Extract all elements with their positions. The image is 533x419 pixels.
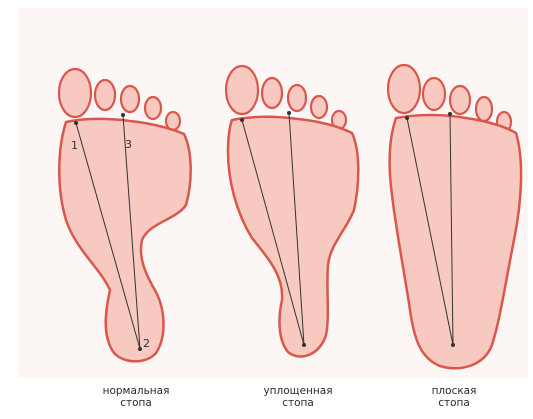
- point-1-flat: [405, 116, 409, 120]
- point-1: [74, 121, 78, 125]
- point-2-flat: [451, 343, 455, 347]
- point-3-flat: [448, 112, 452, 116]
- caption-flat-line1: плоская: [399, 385, 509, 397]
- point-label-2: 2: [143, 337, 150, 350]
- caption-flattened-line2: стопа: [243, 397, 353, 409]
- point-3-flattened: [287, 111, 291, 115]
- caption-flat-line2: стопа: [399, 397, 509, 409]
- point-label-3: 3: [125, 138, 132, 151]
- point-label-1: 1: [71, 139, 78, 152]
- point-2: [138, 347, 142, 351]
- caption-flattened: уплощенная стопа: [243, 385, 353, 409]
- caption-flat: плоская стопа: [399, 385, 509, 409]
- point-3: [121, 113, 125, 117]
- caption-normal-line2: стопа: [81, 397, 191, 409]
- caption-normal-line1: нормальная: [81, 385, 191, 397]
- point-2-flattened: [302, 343, 306, 347]
- caption-flattened-line1: уплощенная: [243, 385, 353, 397]
- point-1-flattened: [240, 118, 244, 122]
- caption-normal: нормальная стопа: [81, 385, 191, 409]
